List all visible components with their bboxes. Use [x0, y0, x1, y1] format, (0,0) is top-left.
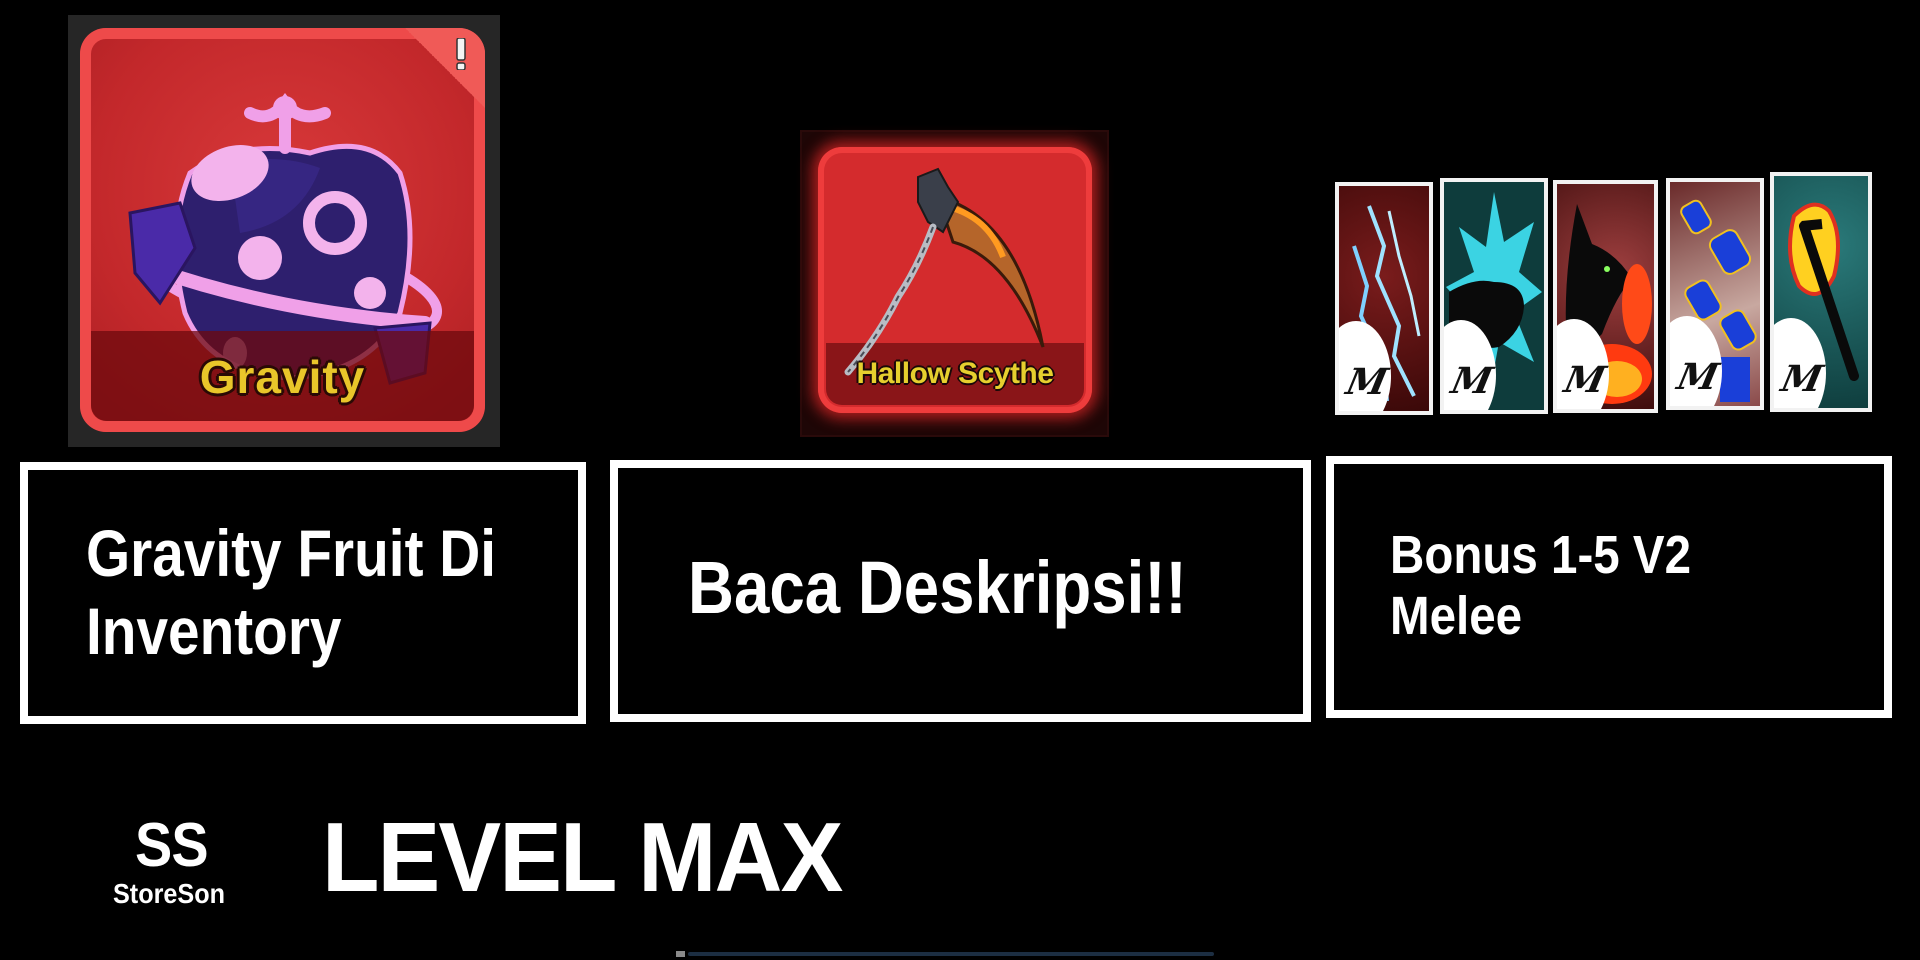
item-label-band	[826, 343, 1084, 405]
progress-handle[interactable]	[676, 951, 685, 957]
fists-icon	[1680, 199, 1757, 402]
level-max-headline: LEVEL MAX	[322, 802, 843, 912]
video-progress-bar[interactable]	[676, 951, 1214, 957]
melee-bonus-line2: Melee	[1390, 586, 1523, 646]
scythe-item-card: Hallow Scythe	[818, 147, 1092, 413]
melee-bonus-line1: Bonus 1-5 V2	[1390, 525, 1692, 585]
melee-bonus-box: Bonus 1-5 V2 Melee	[1326, 456, 1892, 718]
gravity-fruit-icon	[128, 93, 443, 385]
exclamation-icon	[456, 38, 466, 70]
melee-card-dragon-talon: M	[1553, 180, 1658, 413]
gravity-info-line1: Gravity Fruit Di	[86, 516, 497, 590]
progress-track[interactable]	[688, 952, 1214, 956]
melee-card-sharkman-karate: M	[1770, 172, 1872, 412]
melee-card-superhuman: M	[1666, 178, 1764, 410]
store-logo-name: StoreSon	[113, 878, 226, 909]
melee-card-godhuman: M	[1440, 178, 1548, 414]
new-item-corner	[405, 28, 485, 108]
hallow-scythe-icon	[844, 167, 1045, 376]
description-text: Baca Deskripsi!!	[688, 546, 1187, 629]
melee-card-electric-claw: M	[1335, 182, 1433, 415]
gravity-info-line2: Inventory	[86, 594, 342, 668]
store-logo-mark: SS	[135, 811, 209, 880]
gravity-item-label: Gravity	[199, 351, 366, 403]
item-label-band	[91, 331, 474, 421]
gravity-info-box: Gravity Fruit Di Inventory	[20, 462, 586, 724]
gravity-item-card: Gravity	[80, 28, 485, 432]
scythe-item-label: Hallow Scythe	[856, 357, 1054, 390]
sharkman-icon	[1788, 202, 1859, 381]
description-box: Baca Deskripsi!!	[610, 460, 1311, 722]
